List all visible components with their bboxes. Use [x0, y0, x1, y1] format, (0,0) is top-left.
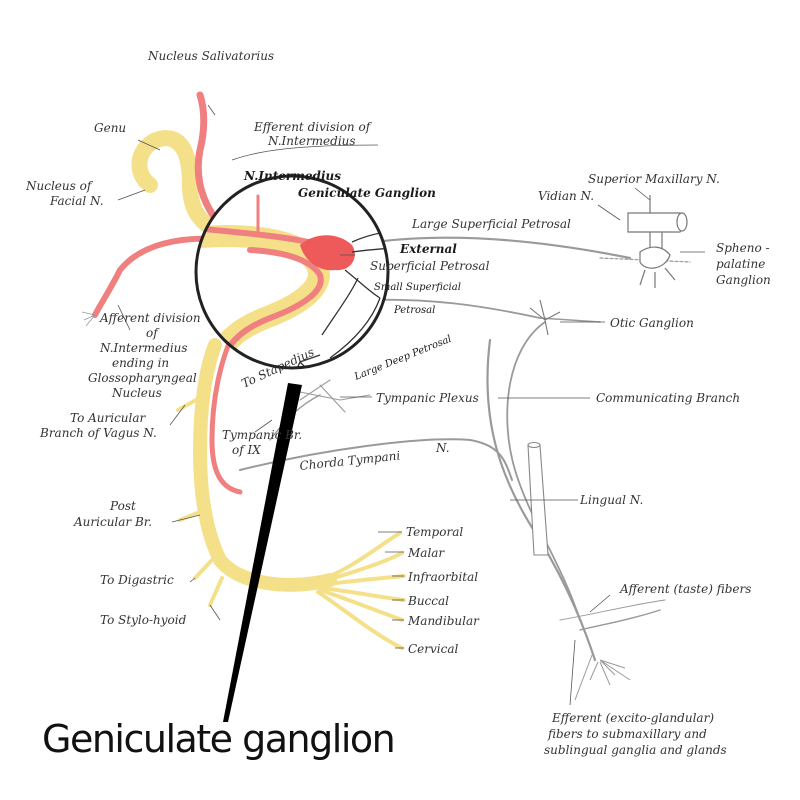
label-external-2: Superficial Petrosal	[370, 259, 490, 273]
label-afferent-2: of	[146, 326, 160, 340]
small-superficial-petrosal-nerve	[359, 298, 541, 319]
otic-ganglion-branch	[539, 317, 601, 323]
label-malar: Malar	[407, 546, 445, 560]
label-n-intermedius: N.Intermedius	[243, 169, 341, 183]
tympanic-plexus-web	[299, 379, 371, 413]
label-chorda-tympani: Chorda Tympani	[299, 448, 401, 473]
label-tympanic-br-1: Tympanic Br.	[222, 428, 302, 442]
label-post-auricular-1: Post	[109, 499, 136, 513]
label-nucleus-of-facial-1: Nucleus of	[25, 179, 94, 193]
label-buccal: Buccal	[407, 594, 449, 608]
label-tympanic-plexus: Tympanic Plexus	[376, 391, 479, 405]
lens-red-edge	[219, 247, 324, 363]
label-tympanic-br-2: of IX	[232, 443, 261, 457]
spheno-palatine-ganglion	[627, 195, 688, 288]
label-efferent-division-2: N.Intermedius	[267, 134, 356, 148]
communicating-branch	[506, 321, 581, 621]
submaxillary-fibers	[574, 654, 631, 701]
label-afferent-3: N.Intermedius	[99, 341, 188, 355]
afferent-division-strand	[92, 235, 228, 318]
afferent-taste-fibers	[579, 609, 661, 631]
label-lingual: Lingual N.	[579, 493, 643, 507]
otic-ganglion	[529, 299, 561, 336]
label-afferent-6: Nucleus	[111, 386, 162, 400]
label-afferent-5: Glossopharyngeal	[88, 371, 197, 385]
leader-lines	[117, 104, 705, 706]
label-spheno-2: palatine	[716, 257, 765, 271]
label-afferent-4: ending in	[112, 356, 169, 370]
label-spheno-1: Spheno -	[716, 241, 770, 255]
label-communicating-branch: Communicating Branch	[596, 391, 740, 405]
label-efferent-division-1: Efferent division of	[253, 120, 373, 134]
lens-facial-loop	[196, 225, 330, 368]
label-large-deep-petrosal: Large Deep Petrosal	[352, 334, 453, 383]
chorda-tympani-nerve	[239, 438, 513, 481]
label-post-auricular-2: Auricular Br.	[73, 515, 152, 529]
afferent-fibre-fray	[81, 311, 96, 327]
lens-ring	[194, 174, 390, 370]
salivatory-nucleus-strand	[194, 91, 224, 229]
callout-pointer	[223, 383, 302, 722]
lens-branch-lines	[291, 229, 388, 368]
label-to-stylohyoid: To Stylo-hyoid	[100, 613, 187, 627]
label-otic-ganglion: Otic Ganglion	[610, 316, 694, 330]
facial-nerve-motor	[131, 130, 406, 650]
label-infraorbital: Infraorbital	[407, 570, 478, 584]
label-spheno-3: Ganglion	[716, 273, 771, 287]
stylohyoid-branch	[208, 576, 224, 607]
diagram-labels: Nucleus Salivatorius Genu Efferent divis…	[25, 49, 771, 757]
label-efferent-excito-3: sublingual ganglia and glands	[544, 743, 727, 757]
label-efferent-excito-2: fibers to submaxillary and	[547, 727, 707, 741]
facial-genu	[131, 130, 233, 243]
lingual-fine-lines	[559, 599, 666, 621]
facial-peripheral-branches	[316, 531, 406, 650]
lingual-nerve-cylinder	[527, 441, 549, 556]
callout-geniculate-ganglion: Geniculate ganglion	[42, 717, 394, 761]
post-auricular-branch	[178, 508, 207, 522]
digastric-branch	[193, 558, 214, 580]
label-superior-maxillary: Superior Maxillary N.	[588, 172, 720, 186]
label-external-1: External	[399, 242, 457, 256]
trunk-red-strand	[209, 327, 243, 495]
label-temporal: Temporal	[406, 525, 463, 539]
label-large-superficial-petrosal: Large Superficial Petrosal	[411, 217, 571, 231]
label-nucleus-of-facial-2: Facial N.	[49, 194, 104, 208]
label-mandibular: Mandibular	[407, 614, 480, 628]
lens-geniculate-ganglion	[300, 235, 355, 271]
label-vidian: Vidian N.	[538, 189, 594, 203]
label-petrosal: Petrosal	[393, 305, 435, 316]
magnified-lens	[194, 174, 390, 722]
label-to-auricular-2: Branch of Vagus N.	[39, 426, 157, 440]
label-efferent-excito-1: Efferent (excito-glandular)	[551, 711, 714, 725]
label-small-superficial: Small Superficial	[374, 282, 461, 293]
label-geniculate-ganglion: Geniculate Ganglion	[298, 186, 436, 200]
large-superficial-petrosal-nerve	[353, 236, 632, 260]
label-cervical: Cervical	[408, 642, 459, 656]
label-to-auricular-1: To Auricular	[70, 411, 147, 425]
label-genu: Genu	[94, 121, 126, 135]
label-chorda-n: N.	[435, 441, 450, 455]
label-afferent-1: Afferent division	[99, 311, 201, 325]
nervus-intermedius-sensory	[81, 91, 243, 495]
auricular-vagus-branch	[176, 393, 207, 412]
label-afferent-taste: Afferent (taste) fibers	[619, 582, 751, 596]
label-to-digastric: To Digastric	[100, 573, 174, 587]
label-nucleus-salivatorius: Nucleus Salivatorius	[147, 49, 274, 63]
